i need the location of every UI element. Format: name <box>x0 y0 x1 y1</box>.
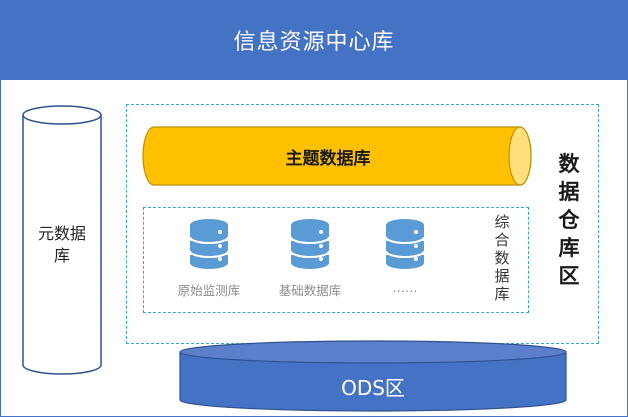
topic-database-label: 主题数据库 <box>285 148 371 169</box>
more-database-label: …… <box>392 280 418 295</box>
meta-database-label-line2: 库 <box>53 246 70 265</box>
database-icon <box>189 219 229 269</box>
meta-database-label: 元数据 库 <box>22 223 102 267</box>
header-banner: 信息资源中心库 <box>0 0 628 80</box>
ods-zone-label: ODS区 <box>341 375 405 400</box>
topic-database-cylinder: 主题数据库 <box>142 126 532 186</box>
raw-monitoring-database: 原始监测库 <box>164 218 254 299</box>
header-title: 信息资源中心库 <box>233 30 395 55</box>
composite-database-zone <box>143 207 529 313</box>
ods-zone-cylinder: ODS区 <box>178 340 568 412</box>
basic-database-label: 基础数据库 <box>278 283 342 298</box>
composite-database-label: 综合数据库 <box>494 213 510 303</box>
meta-database-cylinder: 元数据 库 <box>22 105 102 375</box>
basic-database: 基础数据库 <box>265 218 355 299</box>
more-database: …… <box>360 218 450 295</box>
topic-database-shape <box>142 126 532 186</box>
database-icon <box>385 219 425 269</box>
database-icon <box>290 219 330 269</box>
raw-monitoring-database-label: 原始监测库 <box>177 283 241 298</box>
meta-database-shape <box>22 105 102 375</box>
meta-database-label-line1: 元数据 <box>37 224 86 243</box>
data-warehouse-label: 数据仓库区 <box>558 152 580 288</box>
ods-zone-shape <box>179 340 567 412</box>
